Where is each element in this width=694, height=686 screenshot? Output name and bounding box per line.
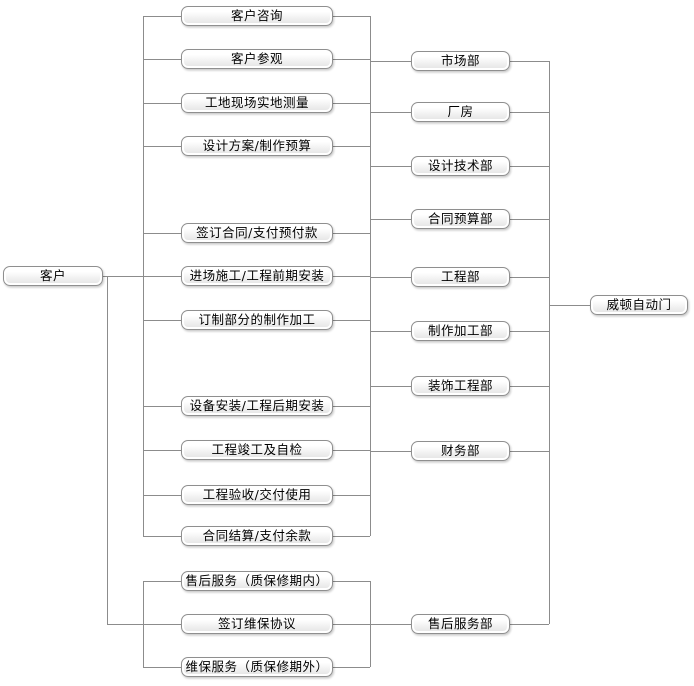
node-step-maintenance-out-warranty: 维保服务（质保修期外） [181, 657, 333, 677]
node-step-contract-settlement: 合同结算/支付余款 [181, 526, 333, 546]
node-step-customer-inquiry: 客户咨询 [181, 6, 333, 26]
node-dept-fabrication: 制作加工部 [411, 321, 510, 341]
node-company: 威顿自动门 [590, 295, 688, 315]
node-customer: 客户 [3, 266, 103, 286]
node-step-contract-signing: 签订合同/支付预付款 [181, 223, 333, 243]
node-dept-factory: 厂房 [411, 102, 510, 122]
node-dept-engineering: 工程部 [411, 267, 510, 287]
node-dept-marketing: 市场部 [411, 51, 510, 71]
node-dept-after-sales: 售后服务部 [411, 614, 510, 634]
node-step-design-budget: 设计方案/制作预算 [181, 136, 333, 156]
node-dept-design-tech: 设计技术部 [411, 156, 510, 176]
node-step-equipment-installation: 设备安装/工程后期安装 [181, 396, 333, 416]
node-step-completion-self-check: 工程竣工及自检 [181, 440, 333, 460]
node-dept-decoration: 装饰工程部 [411, 376, 510, 396]
node-dept-finance: 财务部 [411, 441, 510, 461]
node-step-maintenance-agreement: 签订维保协议 [181, 614, 333, 634]
node-step-site-measurement: 工地现场实地测量 [181, 93, 333, 113]
node-step-customer-visit: 客户参观 [181, 49, 333, 69]
node-step-acceptance-delivery: 工程验收/交付使用 [181, 485, 333, 505]
node-step-custom-fabrication: 订制部分的制作加工 [181, 310, 333, 330]
node-step-after-sales-in-warranty: 售后服务（质保修期内） [181, 571, 333, 591]
node-step-early-installation: 进场施工/工程前期安装 [181, 266, 333, 286]
node-dept-contract-budget: 合同预算部 [411, 209, 510, 229]
